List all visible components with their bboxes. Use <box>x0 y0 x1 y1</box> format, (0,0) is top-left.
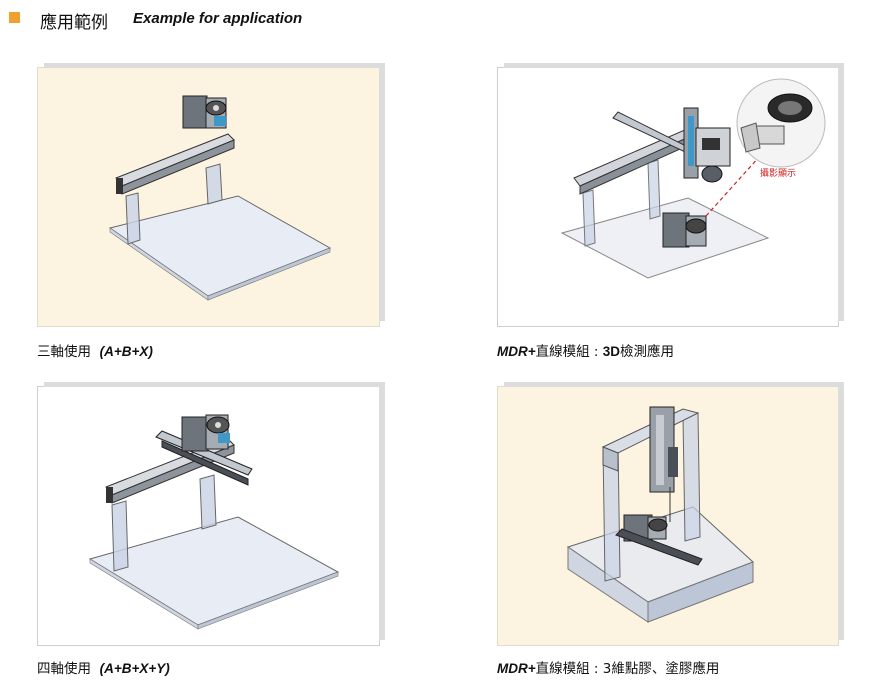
section-title-english: Example for application <box>133 10 303 27</box>
three-axis-illustration <box>108 95 332 301</box>
caption-3d-inspection: MDR+直線模組 : 3D檢測應用 <box>497 340 674 360</box>
caption-3d-dispensing: MDR+直線模組 : 3維點膠、塗膠應用 <box>497 657 719 677</box>
caption-3d-inspection-tail: 檢測應用 <box>620 344 675 360</box>
four-axis-illustration <box>88 414 340 630</box>
section-bullet-icon <box>9 12 20 23</box>
caption-three-axis: 三軸使用 (A+B+X) <box>37 340 153 360</box>
caption-four-axis-formula: (A+B+X+Y) <box>99 661 170 676</box>
caption-three-axis-text: 三軸使用 <box>37 344 91 360</box>
example-image-3d-dispensing <box>497 386 839 646</box>
caption-3d-dispensing-tail: 3維點膠、塗膠應用 <box>602 661 720 677</box>
example-image-four-axis <box>37 386 380 646</box>
3d-inspection-illustration: 攝影顯示 <box>560 78 826 279</box>
example-image-3d-inspection: 攝影顯示 <box>497 67 839 327</box>
caption-four-axis: 四軸使用 (A+B+X+Y) <box>37 657 170 677</box>
callout-label: 攝影顯示 <box>760 167 796 179</box>
section-header: 應用範例 Example for application <box>0 0 869 42</box>
caption-four-axis-text: 四軸使用 <box>37 661 91 677</box>
caption-3d-inspection-prefix: MDR+ <box>497 344 536 359</box>
caption-3d-dispensing-text: 直線模組 : <box>535 661 603 677</box>
caption-three-axis-formula: (A+B+X) <box>99 344 153 359</box>
section-title-chinese: 應用範例 <box>40 13 108 33</box>
example-image-three-axis <box>37 67 380 327</box>
3d-dispensing-illustration <box>566 406 754 623</box>
caption-3d-inspection-bold: 3D <box>602 344 621 359</box>
caption-3d-inspection-text: 直線模組 : <box>535 344 603 360</box>
caption-3d-dispensing-prefix: MDR+ <box>497 661 536 676</box>
